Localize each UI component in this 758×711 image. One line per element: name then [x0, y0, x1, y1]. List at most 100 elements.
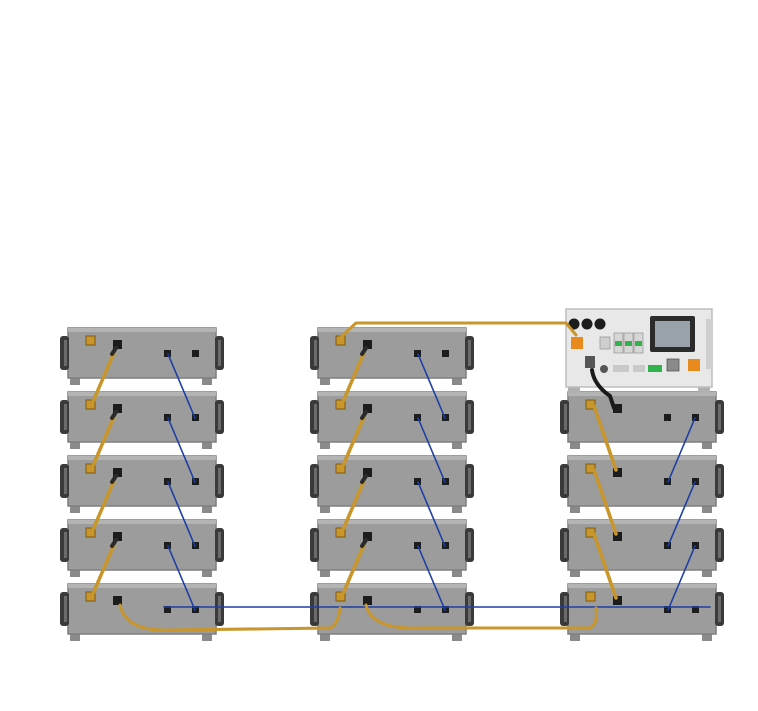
comm-cable [417, 353, 446, 419]
positive-terminal-icon [85, 335, 96, 346]
negative-terminal-icon [113, 404, 122, 413]
module-top-edge [318, 392, 466, 396]
negative-terminal-icon [613, 404, 622, 413]
handle-grip [564, 596, 567, 622]
module-top-edge [568, 520, 716, 524]
module-foot [202, 505, 212, 513]
module-foot [320, 633, 330, 641]
series-power-cable [340, 538, 368, 598]
comm-port-icon [192, 350, 199, 357]
negative-terminal-icon [613, 532, 622, 541]
indicator-icon [600, 365, 608, 373]
handle-grip [468, 468, 471, 494]
controller-foot [568, 385, 580, 393]
orange-port-icon [688, 359, 700, 371]
controller-negative-cable [590, 368, 616, 410]
left-stack-module-1 [60, 327, 224, 385]
module-foot [452, 377, 462, 385]
handle-grip [468, 532, 471, 558]
comm-socket-icon [666, 358, 680, 372]
negative-terminal-icon [613, 596, 622, 605]
module-foot [702, 505, 712, 513]
handle-grip [314, 596, 317, 622]
right-stack-module-3 [560, 519, 724, 577]
negative-terminal-icon [113, 596, 122, 605]
module-foot [202, 633, 212, 641]
module-top-edge [68, 456, 216, 460]
positive-terminal-icon [585, 399, 596, 410]
handle-grip [218, 596, 221, 622]
module-foot [70, 505, 80, 513]
power-port-icon [581, 318, 593, 330]
main-positive-cable [338, 321, 578, 340]
power-port-icon [594, 318, 606, 330]
module-foot [702, 569, 712, 577]
module-top-edge [318, 456, 466, 460]
right-stack-module-1 [560, 391, 724, 449]
handle-grip [718, 596, 721, 622]
comm-cable [167, 417, 196, 483]
module-foot [202, 377, 212, 385]
negative-terminal-icon [363, 596, 372, 605]
comm-cable [667, 481, 696, 547]
middle-stack-module-2 [310, 391, 474, 449]
comm-cable [417, 417, 446, 483]
module-foot [202, 441, 212, 449]
module-top-edge [68, 392, 216, 396]
label-plate [613, 365, 629, 372]
module-foot [70, 441, 80, 449]
handle-grip [468, 340, 471, 366]
handle-grip [314, 340, 317, 366]
left-stack-module-4 [60, 519, 224, 577]
comm-cable [667, 545, 696, 611]
breaker-toggle [635, 341, 642, 346]
handle-grip [314, 532, 317, 558]
module-top-edge [568, 584, 716, 588]
series-cable-plug [360, 346, 368, 356]
comm-cable [417, 481, 446, 547]
module-foot [70, 377, 80, 385]
series-cable-plug [110, 346, 118, 356]
module-foot [702, 441, 712, 449]
comm-port-icon [664, 414, 671, 421]
handle-grip [564, 468, 567, 494]
series-power-cable [592, 404, 618, 472]
comm-port-icon [442, 350, 449, 357]
series-power-cable [592, 468, 618, 536]
handle-grip [64, 468, 67, 494]
negative-socket-icon [585, 356, 595, 368]
module-foot [452, 441, 462, 449]
series-cable-plug [360, 538, 368, 548]
module-foot [702, 633, 712, 641]
handle-grip [718, 468, 721, 494]
module-foot [320, 441, 330, 449]
series-cable-plug [360, 474, 368, 484]
middle-stack-module-4 [310, 519, 474, 577]
handle-grip [314, 468, 317, 494]
controller-layer [565, 308, 713, 393]
comm-cable [167, 481, 196, 547]
module-top-edge [318, 328, 466, 332]
handle-grip [564, 532, 567, 558]
module-top-edge [318, 584, 466, 588]
display-panel [655, 321, 690, 347]
stack-link-cable [364, 603, 598, 630]
series-power-cable [90, 346, 118, 406]
positive-terminal-icon [585, 463, 596, 474]
negative-terminal-icon [363, 404, 372, 413]
series-power-cable [90, 410, 118, 470]
middle-stack-module-1 [310, 327, 474, 385]
comm-port-icon [414, 606, 421, 613]
module-foot [570, 633, 580, 641]
handle-grip [64, 404, 67, 430]
left-stack-module-3 [60, 455, 224, 513]
cables-layer [90, 321, 711, 632]
module-top-edge [68, 520, 216, 524]
handle-grip [564, 404, 567, 430]
comm-port-icon [692, 606, 699, 613]
controller-side [706, 319, 712, 369]
handle-grip [218, 404, 221, 430]
power-port-icon [568, 318, 580, 330]
handle-grip [468, 596, 471, 622]
